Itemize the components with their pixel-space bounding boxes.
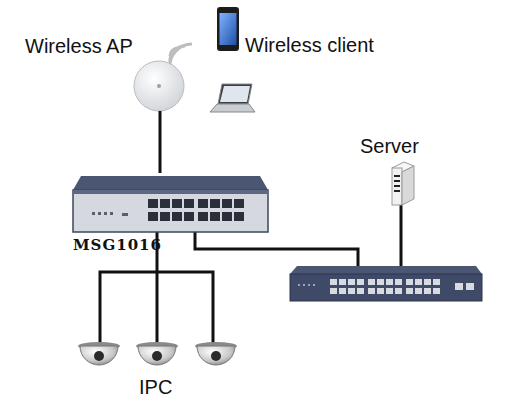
- camera-icon: [78, 342, 120, 365]
- access-point-icon: [134, 61, 184, 114]
- laptop-icon: [210, 84, 255, 112]
- switch-icon: [73, 176, 268, 232]
- cable-connector: [160, 114, 161, 173]
- server-node: Server: [356, 133, 440, 208]
- wifi-symbol: [170, 44, 192, 68]
- switch-node: MSG1016: [70, 173, 270, 259]
- node-label: Server: [360, 135, 419, 158]
- node-label: MSG1016: [73, 236, 162, 254]
- device-label: Wireless client: [245, 34, 374, 57]
- node-label: Wireless AP: [25, 35, 133, 58]
- camera-icon: [195, 342, 237, 365]
- phone-icon: [217, 7, 239, 51]
- server-icon: [392, 162, 414, 205]
- camera-icon: [136, 342, 178, 365]
- switch-icon: [290, 266, 482, 301]
- device-label: IPC: [139, 376, 172, 399]
- access-point-node: Wireless AP: [20, 30, 196, 114]
